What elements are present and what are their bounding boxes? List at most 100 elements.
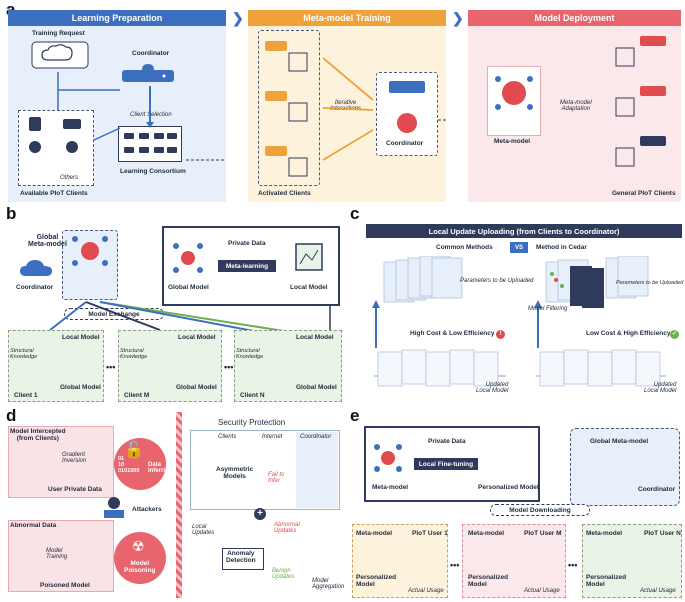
available-clients-label: Available PIoT Clients [20, 190, 88, 197]
model-training-label: Model Training [46, 548, 68, 560]
userM-label: PIoT User M [524, 530, 562, 537]
user1-label: PIoT User 1 [412, 530, 448, 537]
client-1-label: Client 1 [14, 392, 38, 399]
personalized-um: Personalized Model [468, 574, 509, 588]
panel-letter-d: d [6, 406, 17, 425]
meta-model-box [487, 66, 541, 136]
brain-cloud-icon [30, 40, 90, 70]
others-label: Others [60, 175, 79, 181]
fail-to-infer-label: Fail to Infer [268, 472, 285, 484]
coordinator-label-b: Coordinator [16, 284, 54, 291]
stage2-title: Meta-model Training [303, 13, 391, 23]
userM-box [462, 524, 566, 598]
model-downloading-pill: Model Downloading [490, 504, 590, 516]
coordinator-server-icon [118, 60, 178, 84]
model-filtering-label: Model Filtering [528, 306, 568, 312]
model-poisoning-label: Model Poisoning [124, 560, 156, 574]
general-clients-label: General PIoT Clients [612, 190, 676, 197]
stage2-arrows [322, 57, 446, 161]
panel-c-title-bar: Local Update Uploading (from Clients to … [366, 224, 682, 238]
vs-badge: VS [510, 242, 528, 253]
global-model-n: Global Model [296, 384, 337, 391]
coordinator-col [296, 432, 338, 508]
global-model-icon [170, 240, 206, 276]
coordinator-label-d: Coordinator [300, 434, 332, 440]
anomaly-detection-box [222, 548, 264, 570]
coordinator-label-e: Coordinator [638, 486, 676, 493]
meta-learning-pill: Meta-learning [218, 260, 276, 272]
stage3-title: Model Deployment [534, 13, 615, 23]
learning-consortium-label: Learning Consortium [120, 168, 186, 175]
check-icon: ✓ [670, 330, 679, 339]
ellipsis-e1: ••• [450, 560, 460, 570]
panel-c-title: Local Update Uploading (from Clients to … [428, 226, 620, 236]
meta-model-um: Meta-model [468, 530, 505, 537]
updated-local-2: Updated Local Model [644, 382, 677, 394]
client-n-label: Client N [240, 392, 265, 399]
local-model-label-b: Local Model [290, 284, 328, 291]
updated-local-1: Updated Local Model [476, 382, 509, 394]
warning-icon: ! [496, 330, 505, 339]
client-m-label: Client M [124, 392, 150, 399]
actual-usage-un: Actual Usage [640, 588, 676, 594]
model-intercepted-label: Model Intercepted (from Clients) [10, 428, 66, 442]
asymmetric-models-label: Asymmetric Models [216, 466, 254, 480]
internet-label: Internet [262, 434, 283, 440]
model-exchange-pill: Model Exchange [64, 308, 164, 320]
actual-usage-u1: Actual Usage [408, 588, 444, 594]
gradient-inversion-label: Gradient Inversion [62, 452, 87, 464]
coordinator-label-a: Coordinator [132, 50, 170, 57]
chevron-icon: ❯ [452, 10, 464, 26]
chevron-icon: ❯ [232, 10, 244, 26]
cloud-icon [20, 258, 56, 278]
userN-label: PIoT User N [644, 530, 681, 537]
param-stacks [372, 256, 666, 387]
local-updates-label: Local Updates [192, 524, 215, 536]
model-exchange-label: Model Exchange [88, 310, 140, 318]
structural-knowledge-1: Structural Knowledge [10, 348, 38, 360]
low-cost-label: Low Cost & High Efficiency [586, 330, 671, 337]
local-model-icon [294, 242, 324, 272]
meta-model-icon-e [372, 442, 404, 474]
stage2-header: Meta-model Training [248, 10, 446, 26]
coordinator-box-a2 [376, 72, 438, 156]
shield-divider [176, 412, 182, 598]
inference-attack-box [8, 426, 114, 498]
local-model-1: Local Model [62, 334, 100, 341]
ellipsis-b1: ••• [106, 362, 116, 372]
plus-icon: + [254, 508, 266, 520]
user-private-data-label: User Private Data [48, 486, 102, 493]
activated-clients-label: Activated Clients [258, 190, 311, 197]
meta-model-label-e: Meta-model [372, 484, 409, 491]
anomaly-detection-label: Anomaly Detection [226, 550, 256, 564]
stage1-header: Learning Preparation [8, 10, 226, 26]
meta-model-un: Meta-model [586, 530, 623, 537]
panel-letter-a: a [6, 0, 15, 20]
activated-clients-box [258, 30, 320, 186]
clients-label-d: Clients [218, 434, 237, 440]
panel-letter-e: e [350, 406, 360, 425]
structural-knowledge-n: Structural Knowledge [236, 348, 264, 360]
attackers-label: Attackers [132, 506, 162, 513]
actual-usage-um: Actual Usage [524, 588, 560, 594]
security-protection-label: Security Protection [218, 418, 286, 427]
available-clients-box [18, 110, 94, 186]
attacker-icon [100, 496, 128, 518]
general-clients-icons [610, 30, 676, 180]
meta-model-u1: Meta-model [356, 530, 393, 537]
poisoning-attack-box [8, 520, 114, 592]
local-fine-tuning-label: Local Fine-tuning [418, 460, 474, 468]
personalized-un: Personalized Model [586, 574, 627, 588]
method-cedar-label: Method in Cedar [536, 244, 587, 251]
benign-updates-label: Benign Updates [272, 568, 295, 580]
panel-letter-b: b [6, 204, 17, 223]
vs-label: VS [514, 244, 523, 251]
model-downloading-label: Model Downloading [509, 506, 571, 514]
global-model-m: Global Model [176, 384, 217, 391]
private-data-label-e: Private Data [428, 438, 466, 445]
training-request-label: Training Request [32, 30, 85, 37]
binary-text: 01 10 0101000 [118, 456, 140, 474]
consortium-box [118, 126, 182, 162]
global-model-label-b: Global Model [168, 284, 209, 291]
local-model-n: Local Model [296, 334, 334, 341]
